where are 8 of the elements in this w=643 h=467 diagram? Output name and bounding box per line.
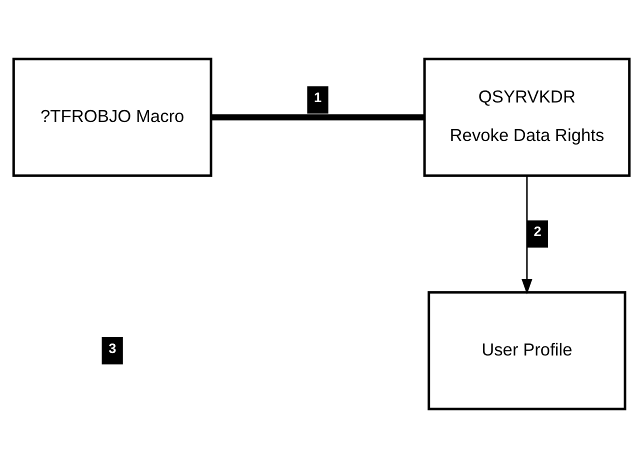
label: 3 (108, 340, 116, 356)
node-box: User Profile (428, 290, 626, 410)
edge-label: 2 (534, 224, 542, 239)
arrow (522, 176, 532, 294)
connector (211, 114, 424, 120)
node-box: QSYRVKDR Revoke Data Rights (423, 57, 631, 176)
node-box: ?TFROBJO Macro (12, 57, 212, 176)
edge-label: 1 (314, 90, 322, 105)
